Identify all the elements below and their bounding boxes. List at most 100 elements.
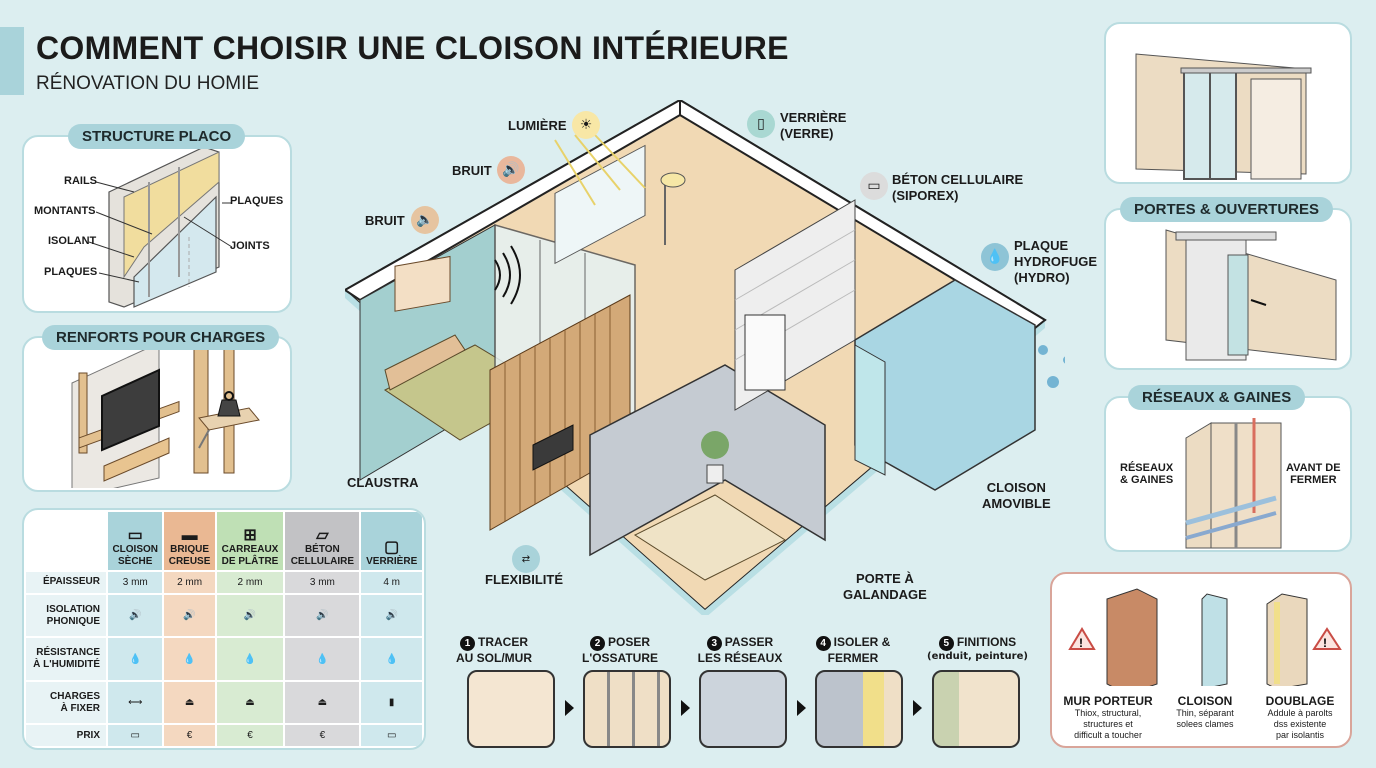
flexibility-icon: ⇄: [512, 545, 540, 573]
speaker-icon: 🔊: [361, 594, 422, 637]
wallet-icon: ▭: [361, 725, 422, 746]
col-header-verriere: ▢ VERRIÈRE: [361, 512, 422, 570]
sliding-glass-door-illustration: [1135, 53, 1312, 180]
table-row-epaisseur: ÉPAISSEUR 3 mm 2 mm 2 mm 3 mm 4 m: [26, 572, 422, 593]
water-drop-icon: 💧: [216, 638, 284, 680]
renforts-card: [22, 336, 292, 492]
weight-icon: ⏏: [216, 681, 284, 724]
speaker-icon: 🔊: [497, 156, 525, 184]
callout-lumiere: LUMIÈRE: [508, 118, 567, 133]
portes-card: [1104, 208, 1352, 370]
wallet-icon: ▭: [108, 725, 163, 746]
glass-pane-icon: ▯: [747, 110, 775, 138]
label-reseaux-gaines: RÉSEAUX& GAINES: [1120, 462, 1174, 486]
plank-icon: ▭: [127, 527, 143, 544]
glass-icon: ▢: [384, 539, 400, 556]
page-title: COMMENT CHOISIR UNE CLOISON INTÉRIEURE: [36, 30, 789, 66]
step-arrow-icon: [565, 700, 574, 716]
callout-verriere: VERRIÈRE(VERRE): [780, 110, 847, 141]
wall-types-card: ! ! MUR PORTEUR Thiox, structural,struct…: [1050, 572, 1352, 748]
pocket-door-illustration: [1165, 229, 1337, 361]
sliding-door-card: [1104, 22, 1352, 184]
table-corner: [26, 512, 106, 570]
step-2-image: [583, 670, 671, 748]
weight-icon: ⏏: [285, 681, 360, 724]
speaker-muted-icon: 🔈: [411, 206, 439, 234]
table-cell: 4 m: [361, 572, 422, 593]
isometric-apartment-illustration: [345, 100, 1065, 615]
page-subtitle: RÉNOVATION DU HOMIE: [36, 73, 260, 94]
label-isolant: ISOLANT: [48, 235, 97, 247]
grid-icon: ⊞: [243, 527, 257, 544]
step-arrow-icon: [797, 700, 806, 716]
euro-coin-icon: €: [216, 725, 284, 746]
renforts-illustration: [71, 342, 260, 488]
structure-placo-title: STRUCTURE PLACO: [68, 124, 246, 149]
euro-coin-icon: €: [285, 725, 360, 746]
callout-bruit-2: BRUIT: [365, 213, 405, 228]
warning-icon: [1312, 627, 1342, 650]
speaker-icon: 🔊: [216, 594, 284, 637]
table-cell: 3 mm: [108, 572, 163, 593]
svg-text:!: !: [1079, 636, 1083, 650]
row-label: PRIX: [26, 725, 106, 746]
water-drop-icon: 💧: [108, 638, 163, 680]
table-row-prix: PRIX ▭ € € € ▭: [26, 725, 422, 746]
label-joints: JOINTS: [230, 240, 270, 252]
label-rails: RAILS: [64, 175, 97, 187]
water-drop-icon: 💧: [164, 638, 215, 680]
water-drop-icon: 💧: [981, 243, 1009, 271]
warning-icon: [1068, 627, 1096, 650]
step-3-image: [699, 670, 787, 748]
step-5-image: [932, 670, 1020, 748]
weight-icon: ⏏: [164, 681, 215, 724]
speaker-icon: 🔊: [285, 594, 360, 637]
callout-claustra: CLAUSTRA: [347, 475, 419, 490]
reseaux-illustration: [1185, 418, 1282, 549]
block-icon: ▭: [860, 172, 888, 200]
step-arrow-icon: [681, 700, 690, 716]
wall-types-illustration: ! !: [1068, 588, 1342, 686]
block-icon: ▱: [316, 527, 329, 544]
speaker-icon: 🔊: [164, 594, 215, 637]
step-arrow-icon: [913, 700, 922, 716]
water-drop-icon: 💧: [361, 638, 422, 680]
brick-icon: ▬: [181, 527, 198, 544]
placo-structure-illustration: [88, 146, 233, 308]
step-4-image: [815, 670, 903, 748]
double-arrow-icon: ⟷: [108, 681, 163, 724]
reseaux-title: RÉSEAUX & GAINES: [1128, 385, 1306, 410]
euro-coin-icon: €: [164, 725, 215, 746]
header-accent-bar: [0, 27, 24, 95]
step-1-image: [467, 670, 555, 748]
renforts-title: RENFORTS POUR CHARGES: [42, 325, 280, 350]
portes-title: PORTES & OUVERTURES: [1120, 197, 1334, 222]
callout-beton-cellulaire: BÉTON CELLULAIRE(SIPOREX): [892, 172, 1024, 203]
label-plaques-right: PLAQUES: [230, 195, 284, 207]
row-label: ÉPAISSEUR: [26, 572, 106, 593]
hanging-frame-icon: ▮: [361, 681, 422, 724]
label-montants: MONTANTS: [34, 205, 96, 217]
label-plaques-left: PLAQUES: [44, 266, 98, 278]
